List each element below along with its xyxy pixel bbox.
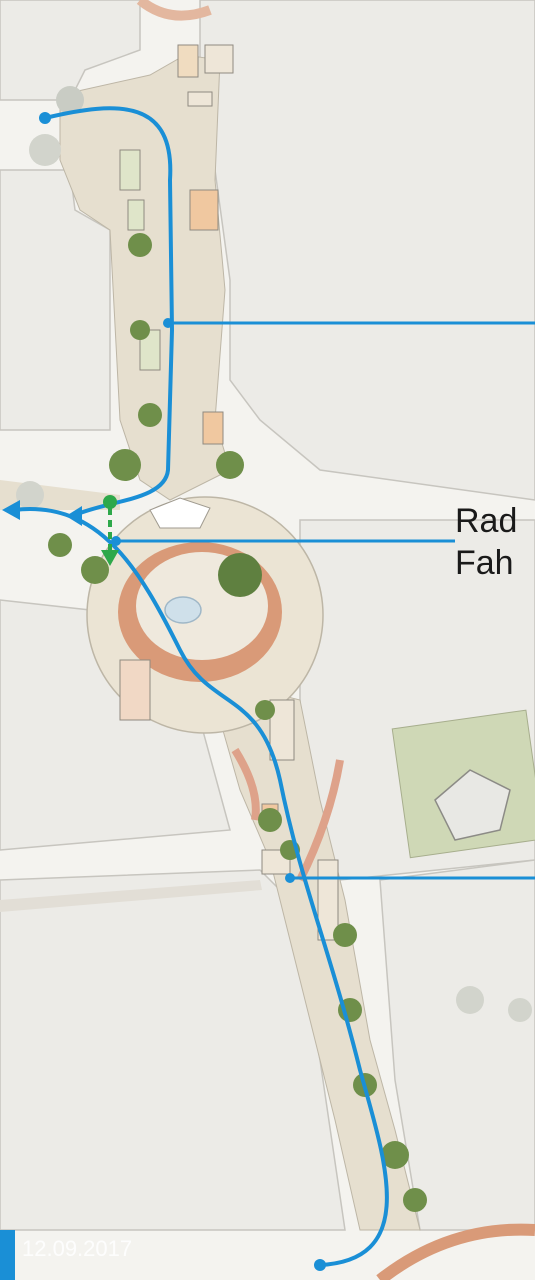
terracotta-segment-2 [296, 759, 344, 882]
arrow-left-icon [2, 500, 20, 520]
terracotta-arc-top [136, 0, 212, 21]
building-blocks [0, 0, 535, 1231]
tree-icon [29, 134, 61, 166]
tree-icon [456, 986, 484, 1014]
bench-icon [119, 149, 141, 191]
route-start-point [39, 112, 51, 124]
route-end-point [314, 1259, 326, 1271]
building-top-left [0, 0, 141, 101]
tree-icon [218, 553, 262, 597]
terracotta-arc-bottom [376, 1223, 535, 1280]
bench-icon [204, 44, 234, 74]
tree-icon [333, 923, 357, 947]
arrow-down-icon [101, 550, 119, 566]
fountain-icon [164, 596, 202, 624]
pavilion-roof [149, 497, 211, 529]
playground-icon [189, 189, 219, 231]
garden-pond [434, 769, 511, 841]
tree-icon [130, 320, 150, 340]
tree-icon [109, 449, 141, 481]
street-left [0, 880, 262, 912]
callout-dot-2 [111, 536, 121, 546]
tree-icon [138, 403, 162, 427]
route-upper [44, 106, 175, 517]
callout-dot-3 [285, 873, 295, 883]
bench-icon [127, 199, 145, 231]
bench-icon [187, 91, 213, 107]
tree-icon [16, 481, 44, 509]
bench-icon [317, 859, 339, 941]
tree-icon [56, 86, 84, 114]
playground-icon [202, 411, 224, 445]
terracotta-segment [231, 747, 260, 821]
tree-icon [128, 233, 152, 257]
tree-icon [258, 808, 282, 832]
garden-square [391, 709, 535, 859]
playground-icon [177, 44, 199, 78]
tree-icon [381, 1141, 409, 1169]
tree-icon [255, 700, 275, 720]
tree-icon [508, 998, 532, 1022]
tree-icon [403, 1188, 427, 1212]
tree-icon [48, 533, 72, 557]
street-furniture [119, 44, 339, 941]
footer-date: 12.09.2017 [22, 1236, 133, 1261]
route-lower [13, 507, 389, 1267]
footer-accent-bar [0, 1230, 15, 1280]
tree-icon [216, 451, 244, 479]
route-label-line-1: Rad [455, 502, 518, 540]
tree-icon [81, 556, 109, 584]
callout-dot-1 [163, 318, 173, 328]
green-marker-point [103, 495, 117, 509]
route-label-line-2: Fah [455, 544, 514, 582]
bench-icon [119, 659, 151, 721]
